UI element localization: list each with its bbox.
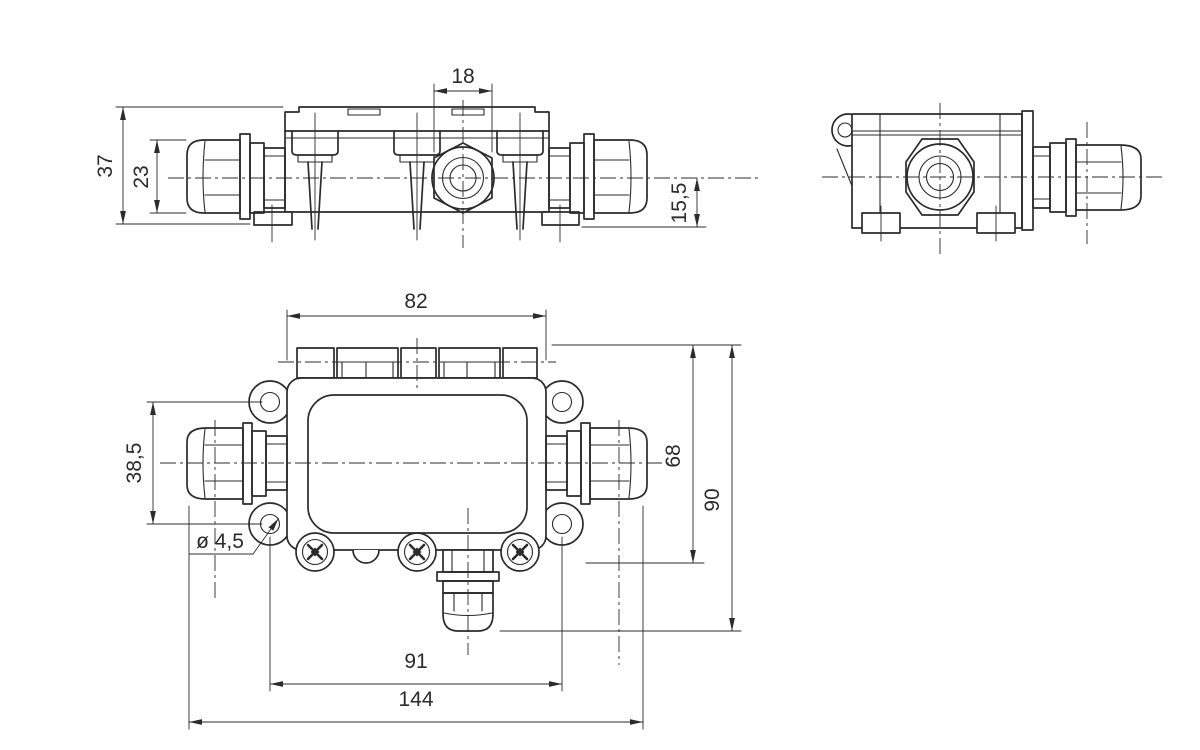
dimension-90: 90 (499, 344, 742, 632)
end-view (822, 103, 1162, 255)
side-elevation-view: 18 37 23 15,5 (94, 65, 758, 248)
lid-notch (347, 108, 381, 116)
dimension-91: 91 (269, 536, 563, 692)
dimension-38-5: 38,5 (123, 401, 263, 525)
corner-boss-lines (879, 113, 1001, 229)
mounting-ear (540, 380, 584, 424)
dim-label-38-5: 38,5 (123, 443, 146, 484)
screw-boss-leg (291, 112, 339, 241)
cable-gland-side (1032, 138, 1142, 217)
lid-screw (295, 532, 335, 572)
corner-boss-column (1021, 110, 1034, 231)
scallop (352, 549, 380, 564)
lid-screw (397, 532, 437, 572)
dimension-68: 68 (551, 344, 742, 564)
foot (253, 211, 293, 226)
lid-screw (500, 532, 540, 572)
box-body (286, 377, 547, 551)
dimension-18: 18 (433, 65, 493, 153)
dim-label-82: 82 (404, 290, 427, 313)
hex-entry-boss (431, 142, 495, 214)
dim-label-23: 23 (130, 165, 153, 188)
foot (541, 211, 580, 226)
dimension-hole-dia: ø 4,5 (188, 518, 279, 555)
dimension-82: 82 (286, 290, 547, 361)
lid-notch (451, 108, 485, 116)
plan-view: 82 38,5 ø 4,5 68 90 91 (123, 290, 742, 730)
mounting-hole (551, 513, 573, 535)
dim-label-68: 68 (662, 444, 685, 467)
lug-gusset (836, 148, 853, 187)
cable-gland-right (545, 422, 648, 505)
dim-label-144: 144 (398, 688, 433, 711)
dim-label-4-5: ø 4,5 (196, 530, 244, 553)
dimension-144: 144 (188, 505, 644, 730)
dim-label-37: 37 (94, 154, 117, 177)
cable-gland-left (186, 422, 288, 505)
screw-boss-leg (393, 112, 441, 241)
dim-label-18: 18 (451, 65, 474, 88)
cable-gland-right (548, 133, 648, 220)
cable-gland-left (186, 133, 286, 220)
lid-strip (284, 106, 550, 132)
dimension-23: 23 (130, 139, 187, 214)
mounting-hole (551, 391, 573, 413)
dim-label-91: 91 (404, 650, 427, 673)
dim-label-90: 90 (701, 488, 724, 511)
lug-hole (837, 122, 853, 138)
dim-label-15-5: 15,5 (668, 183, 691, 224)
screw-boss-leg (496, 112, 544, 241)
dimension-15-5: 15,5 (581, 177, 707, 228)
dimension-37: 37 (94, 106, 284, 225)
foot-centerlines (880, 205, 997, 242)
